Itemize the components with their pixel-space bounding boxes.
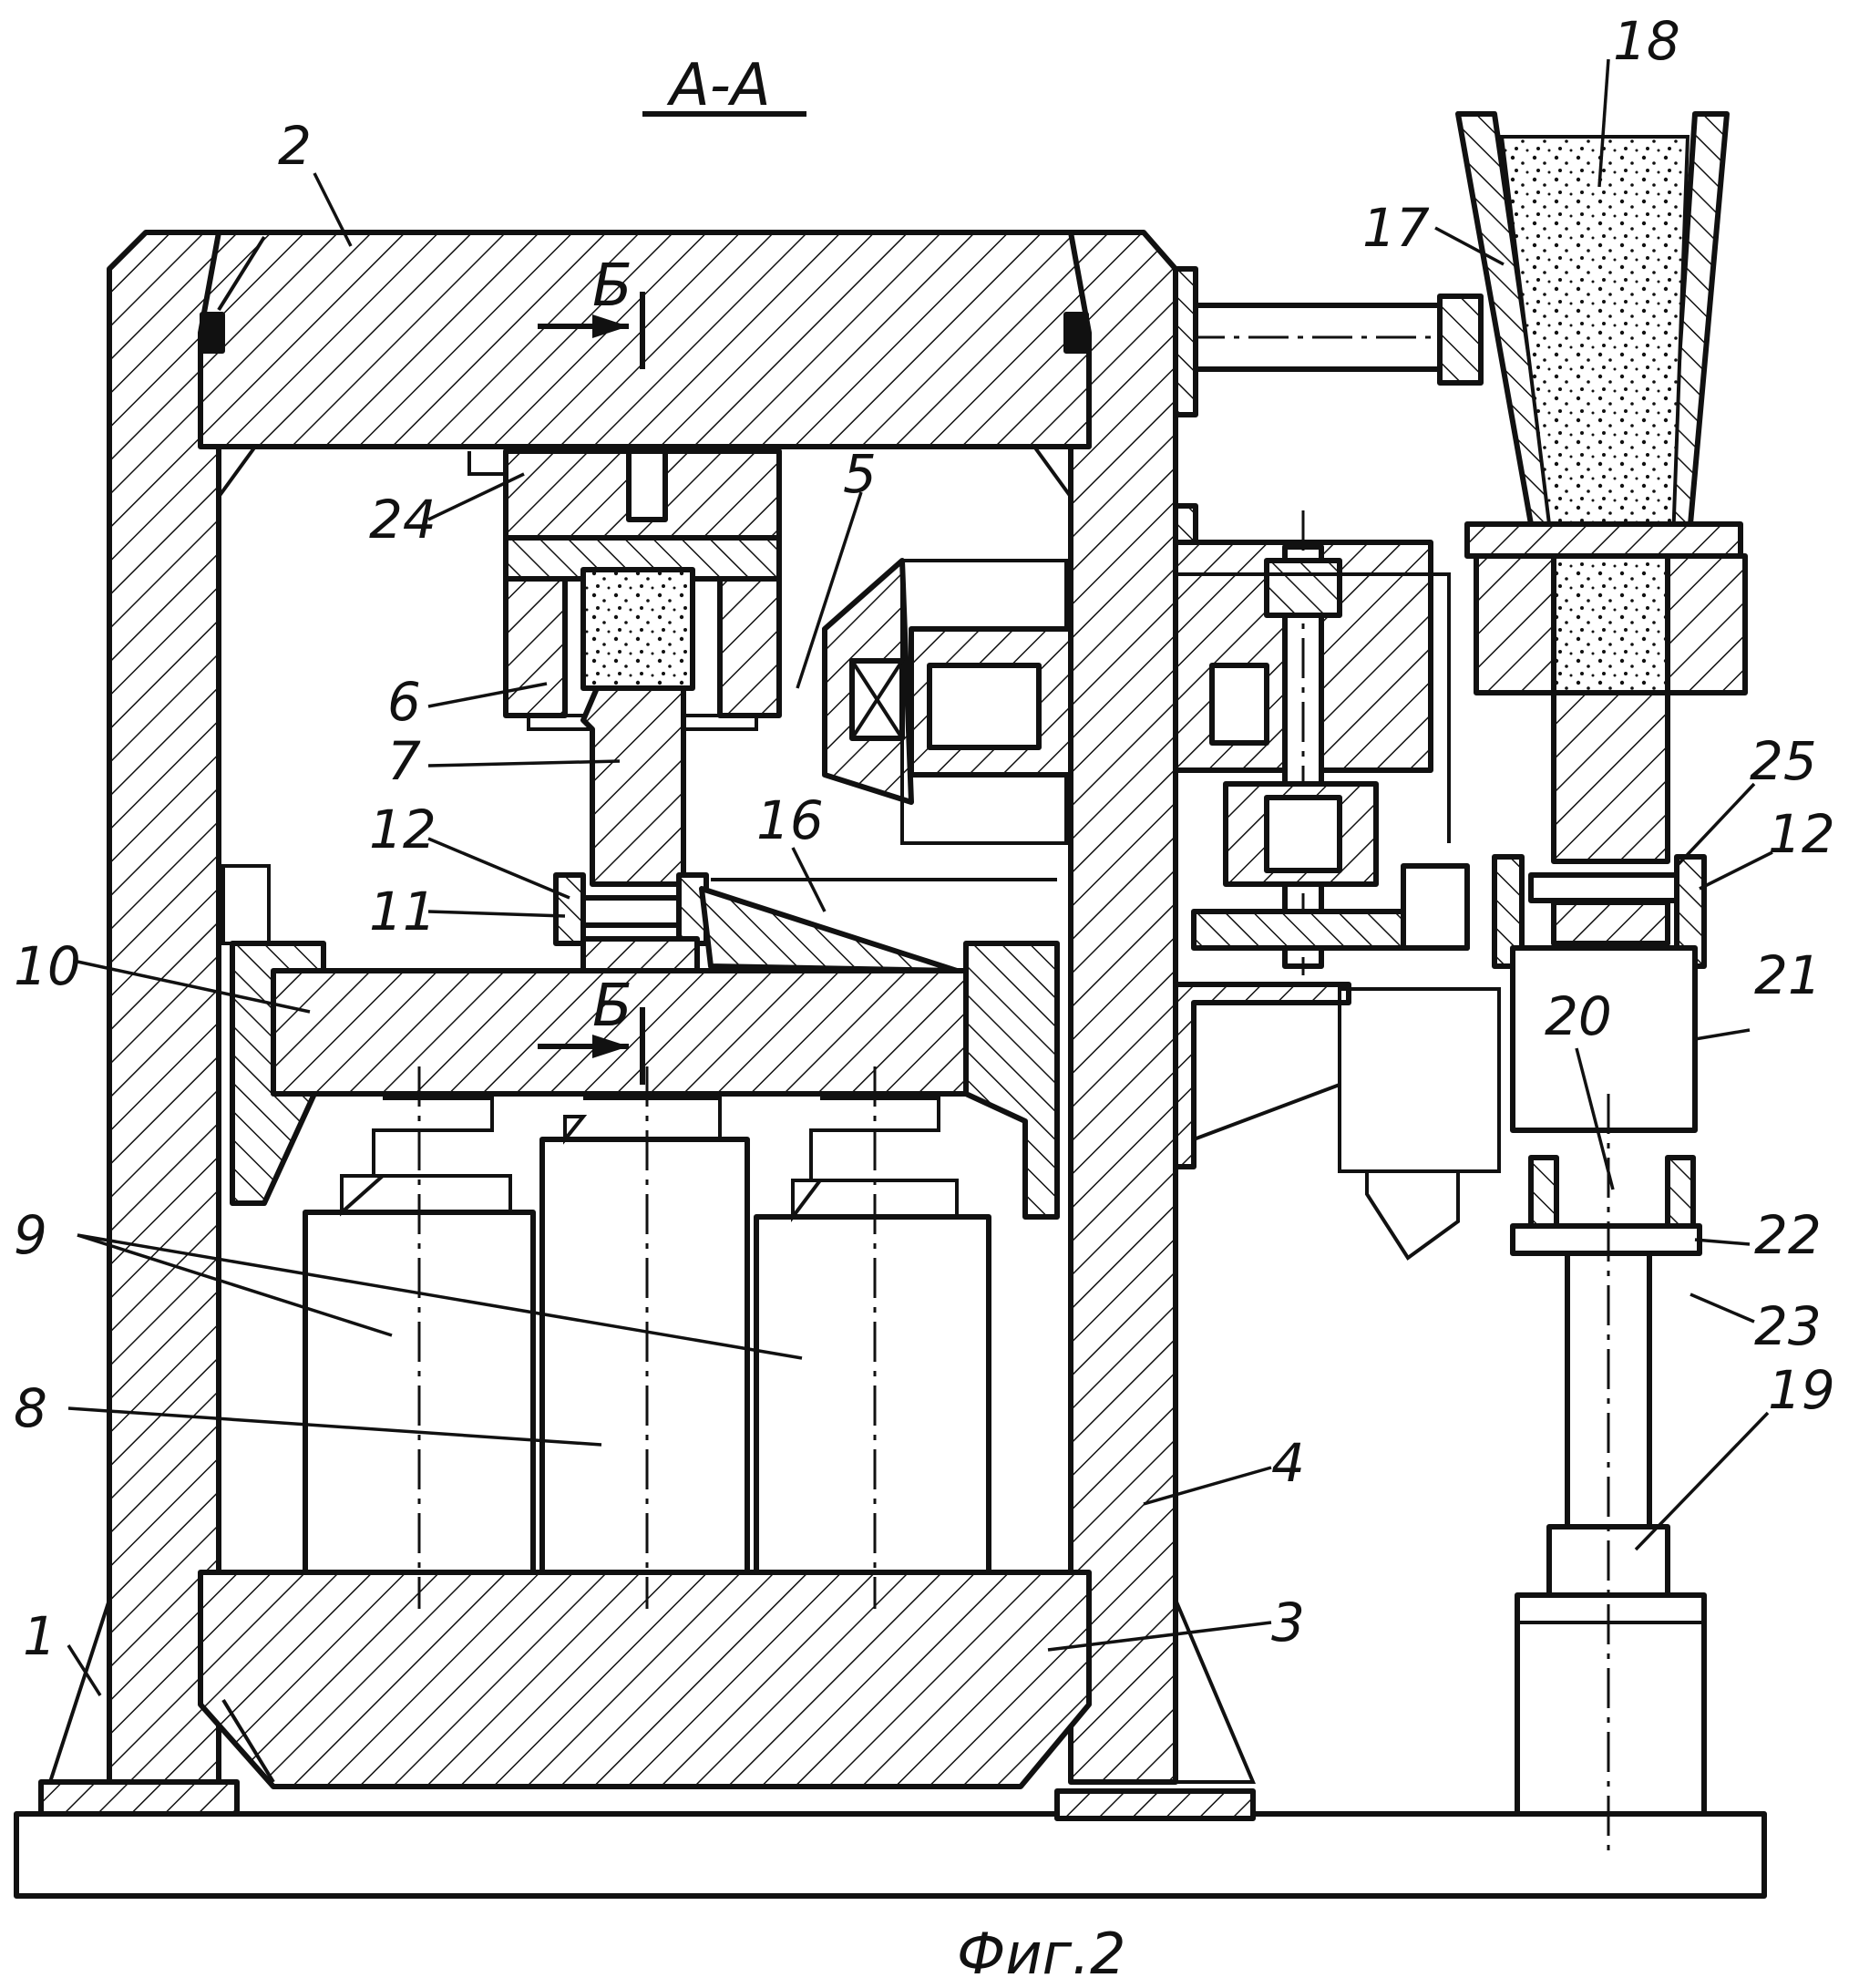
callout-18: 18	[1613, 10, 1680, 72]
callout-4: 4	[1271, 1432, 1305, 1494]
lower-crossbeam	[198, 1570, 1092, 1789]
leader-lines	[67, 58, 1773, 1696]
frame-column-left	[107, 230, 221, 1785]
slide-guide-left	[230, 941, 326, 1206]
callout-24: 24	[369, 489, 437, 551]
callout-25: 25	[1750, 730, 1817, 792]
section-title: А-А	[666, 52, 771, 119]
motor-bracket	[1173, 982, 1351, 1169]
lower-crossbeam-chamfers	[221, 1698, 275, 1784]
base-pad-right	[1054, 1788, 1256, 1821]
callout-10: 10	[14, 935, 81, 997]
figure-caption: Фиг.2	[957, 1921, 1125, 1987]
feeder-punch	[1551, 690, 1670, 864]
frame-foot-left	[47, 1599, 111, 1784]
punch-washer-left	[553, 872, 586, 946]
feeder-pin	[1528, 872, 1689, 903]
callout-23: 23	[1754, 1295, 1822, 1357]
column-collar	[1173, 266, 1198, 417]
cylinder-9-right	[754, 1214, 991, 1575]
cut-arrow-upper-head	[592, 314, 629, 338]
callout-22: 22	[1754, 1204, 1822, 1266]
cut-arrow-lower-head	[592, 1035, 629, 1058]
base-pad-left	[38, 1779, 240, 1817]
cut-label-lower: Б	[592, 973, 632, 1040]
cam-wedge	[699, 886, 960, 973]
inner-strut-top-right	[1032, 445, 1073, 499]
motor-nozzle	[1365, 1169, 1460, 1261]
punch-stem	[580, 685, 686, 887]
callout-6: 6	[387, 671, 421, 733]
motor-brace	[1193, 1083, 1340, 1141]
shaft-bracket	[1174, 538, 1451, 843]
base-plate	[14, 1811, 1767, 1899]
hydraulic-cylinder-19	[1515, 1592, 1707, 1817]
cut-label-upper: Б	[592, 252, 632, 320]
tie-rod-end	[1437, 294, 1484, 386]
upper-crossbeam-chamfers	[217, 235, 266, 312]
callout-11: 11	[369, 881, 437, 942]
feeder-punch-base	[1551, 900, 1670, 946]
callout-17: 17	[1362, 197, 1430, 259]
hopper-collar-right	[1665, 553, 1748, 695]
callout-19: 19	[1768, 1359, 1835, 1421]
die-cavity-powder	[580, 567, 695, 691]
cylinder-8-center	[539, 1137, 750, 1575]
cylinder-center-rod	[563, 1097, 722, 1145]
shaft-window	[1209, 663, 1269, 746]
callout-7: 7	[387, 730, 421, 792]
callout-16: 16	[756, 789, 824, 851]
hopper-flange	[1464, 521, 1743, 559]
callout-12-left: 12	[369, 798, 437, 860]
bearing-left-x2	[850, 659, 904, 740]
drive-motor	[1338, 987, 1501, 1173]
frame-column-right	[1068, 230, 1178, 1785]
callout-5: 5	[843, 443, 877, 505]
die-block-left	[503, 576, 568, 718]
slide-guide-right	[963, 941, 1060, 1220]
upper-seal-right	[1063, 312, 1089, 354]
callout-3: 3	[1271, 1591, 1305, 1653]
inner-strut-top-left	[217, 445, 257, 499]
hopper-collar-left	[1474, 553, 1556, 695]
cylinder-right-rod	[791, 1097, 959, 1222]
callout-1: 1	[23, 1605, 56, 1667]
upper-seal-left	[200, 312, 225, 354]
die-block-right	[717, 576, 782, 718]
callout-21: 21	[1754, 944, 1822, 1006]
gear-window	[927, 663, 1042, 750]
feeder-cup	[1510, 945, 1698, 1133]
upper-die-pin	[626, 448, 668, 522]
punch-base	[580, 936, 700, 973]
shaft-gear-window	[1264, 795, 1342, 873]
cylinder-left-rod	[340, 1097, 512, 1217]
upper-die-bracket	[467, 451, 506, 476]
callout-12-right: 12	[1768, 803, 1835, 865]
callout-20: 20	[1545, 985, 1612, 1047]
callout-8: 8	[14, 1377, 47, 1439]
callout-2: 2	[278, 115, 312, 177]
shaft-nut-top	[1264, 558, 1342, 618]
guide-post-left	[221, 864, 271, 945]
worm-hub	[1401, 863, 1470, 951]
column-clamp	[1173, 503, 1198, 545]
callout-9: 9	[14, 1204, 47, 1266]
adapter-plate-22	[1510, 1223, 1702, 1256]
